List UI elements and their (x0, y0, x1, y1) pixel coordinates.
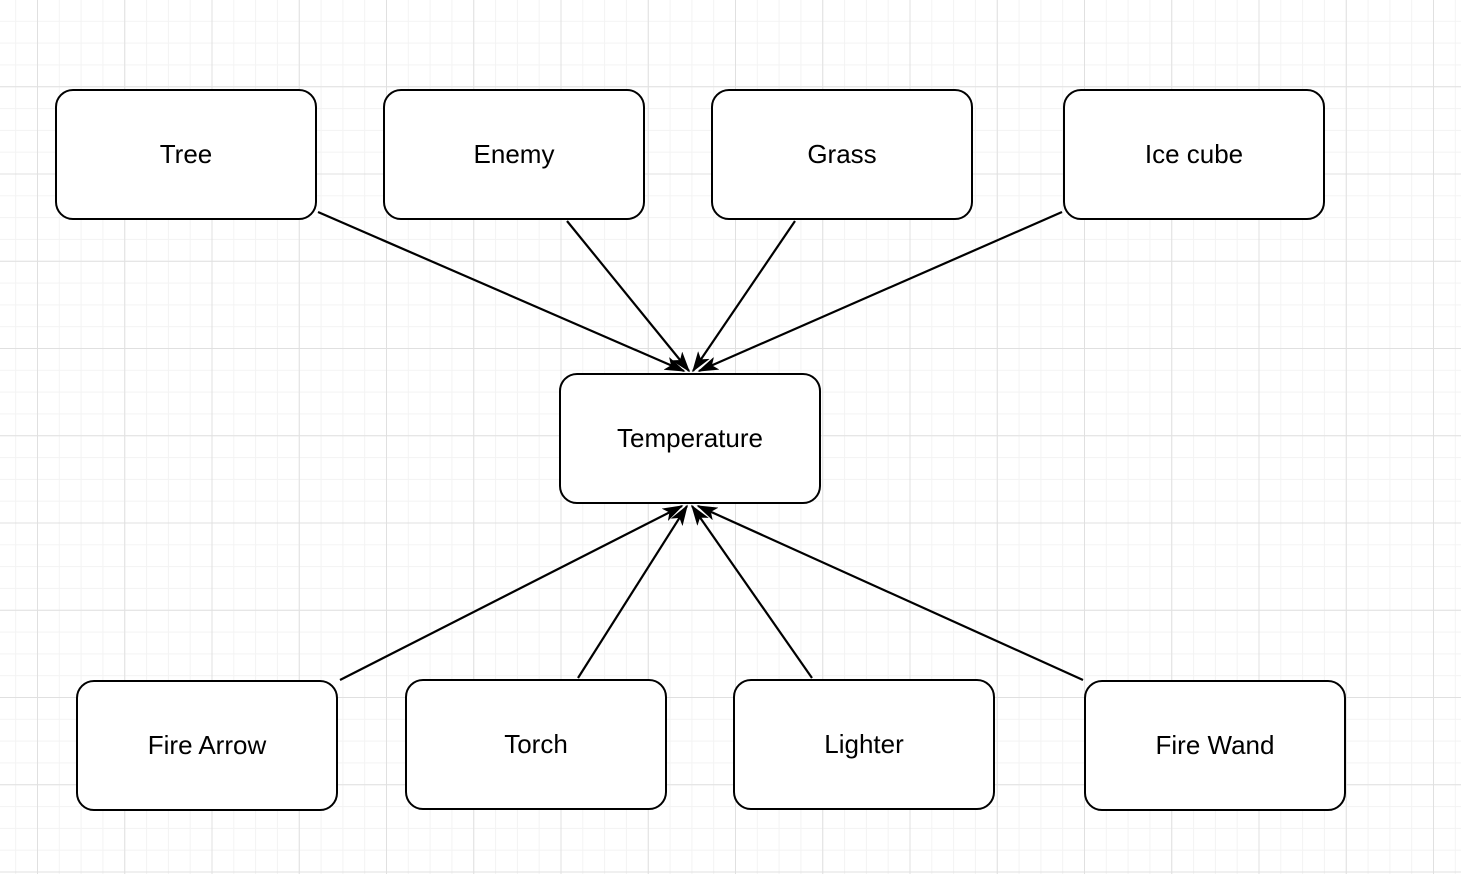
node-grass[interactable]: Grass (711, 89, 973, 220)
node-tree[interactable]: Tree (55, 89, 317, 220)
node-tree-label: Tree (159, 138, 213, 169)
edge-ice-cube-to-temperature[interactable] (699, 210, 1063, 373)
node-temperature[interactable]: Temperature (559, 373, 821, 504)
edge-fire-arrow-to-temperature[interactable] (339, 505, 682, 681)
node-enemy[interactable]: Enemy (383, 89, 645, 220)
edge-tree-to-temperature[interactable] (317, 210, 684, 373)
node-ice-cube[interactable]: Ice cube (1063, 89, 1325, 220)
node-enemy-label: Enemy (473, 138, 555, 169)
node-fire-wand-label: Fire Wand (1155, 729, 1275, 760)
node-temperature-label: Temperature (617, 422, 763, 453)
edge-lighter-to-temperature[interactable] (692, 506, 813, 679)
node-torch-label: Torch (504, 728, 568, 759)
edge-enemy-to-temperature[interactable] (566, 220, 689, 371)
node-lighter-label: Lighter (824, 728, 904, 759)
edge-fire-wand-to-temperature[interactable] (698, 504, 1084, 682)
edge-torch-to-temperature[interactable] (577, 506, 688, 679)
node-torch[interactable]: Torch (405, 679, 667, 810)
node-fire-arrow-label: Fire Arrow (147, 729, 267, 760)
node-ice-cube-label: Ice cube (1144, 138, 1244, 169)
node-fire-arrow[interactable]: Fire Arrow (76, 680, 338, 811)
node-fire-wand[interactable]: Fire Wand (1084, 680, 1346, 811)
node-grass-label: Grass (807, 138, 877, 169)
edge-grass-to-temperature[interactable] (692, 220, 796, 371)
node-lighter[interactable]: Lighter (733, 679, 995, 810)
